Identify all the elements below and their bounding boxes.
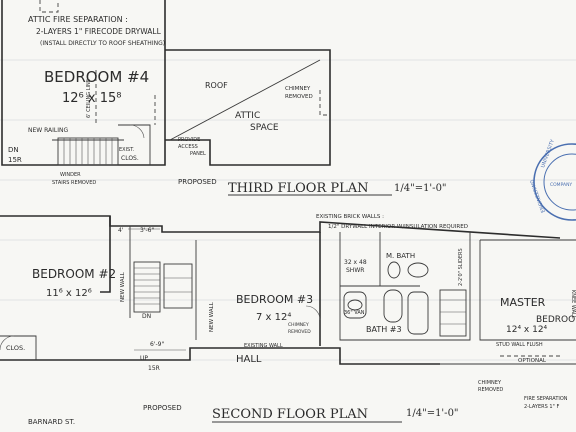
bedroom-4-dims: 12⁶ x 15⁸ [62,91,121,106]
second-closet-label: CLOS. [6,344,25,352]
stamp-text-3: COMPANY [550,182,572,188]
brick-note-line-1: EXISTING BRICK WALLS : [316,214,384,220]
second-proposed-label: PROPOSED [143,404,182,412]
new-railing-label: NEW RAILING [28,127,69,134]
third-dn-label: DN [8,146,19,154]
space-label: SPACE [250,123,279,133]
third-closet-label: CLOS. [121,155,139,162]
brick-note-line-2: 1/2" DRYWALL INTERIOR W/INSULATION REQUI… [328,224,468,230]
master-name: MASTER [500,296,546,309]
vanity-sink [343,291,367,319]
attic-note-line-3: (INSTALL DIRECTLY TO ROOF SHEATHING) [40,40,165,47]
second-up-label: UP [140,355,148,362]
third-risers-label: 15R [8,156,22,164]
mid-chimney-line-1: CHIMNEY [288,322,309,328]
chimney-dashed [319,90,330,116]
second-closet-door [0,335,15,351]
access-note-line-2: ACCESS [178,144,198,150]
third-closet [118,124,151,165]
third-floor-stairs [52,137,124,166]
existing-wall-label: EXISTING WALL [244,343,283,349]
roof-label: ROOF [205,81,228,90]
toilet [383,289,403,323]
third-floor-scale: 1/4"=1'-0" [394,183,447,194]
bedroom-2-name: BEDROOM #2 [32,267,116,281]
stud-wall-note: STUD WALL FLUSH [496,342,543,348]
bedroom-2-right-wall [100,216,111,293]
second-risers-label: 15R [148,365,160,372]
third-proposed-label: PROPOSED [178,178,217,186]
bedroom-3-dims: 7 x 12⁴ [256,312,291,323]
second-floor-plan: BEDROOM #2 11⁶ x 12⁶ NEW WALL NEW WALL 3… [0,214,576,423]
mbath-sink [407,262,429,278]
mid-chimney-line-2: REMOVED [288,329,311,335]
access-note-line-1: PROVIDE [178,137,200,143]
kneewall-note: KNEE WALL [570,290,576,319]
fire-sep-line-1: FIRE SEPARATION [524,396,568,402]
second-dn-label: DN [142,313,151,320]
new-wall-label-2: NEW WALL [209,301,215,332]
roof-line [169,59,321,141]
closet-door-swing [129,124,145,139]
right-chimney-line-2: REMOVED [478,387,503,393]
attic-walls [165,49,331,166]
third-floor-title: THIRD FLOOR PLAN [228,181,369,196]
hall-closet-box [163,263,193,309]
stamp-text-1: UNIVERSITY [540,138,556,169]
optional-label: OPTIONAL [518,358,547,364]
master-dims: 12⁴ x 12⁴ [506,325,548,335]
bedroom-2-dims: 11⁶ x 12⁶ [46,288,92,299]
top-notch [39,0,59,13]
fire-sep-line-2: 2-LAYERS 1" F [524,404,559,410]
dim-6-9: 6'-9" [150,341,164,348]
bedroom-3-name: BEDROOM #3 [236,293,313,306]
second-floor-stairs [133,261,161,313]
attic-label: ATTIC [235,111,260,121]
new-wall-label: NEW WALL [120,271,126,302]
ceiling-line-label: 6' CEILING LINE [86,79,92,118]
closet-shelves [440,299,466,325]
third-floor-plan: ATTIC FIRE SEPARATION : 2-LAYERS 1" FIRE… [1,0,447,196]
chimney-note-line-2: REMOVED [285,94,313,100]
winder-note-line-1: WINDER [60,172,81,178]
sink-bowl [347,299,363,311]
chimney-note-line-1: CHIMNEY [285,86,311,92]
second-top-wall [0,215,561,239]
attic-note-line-2: 2-LAYERS 1" FIRECODE DRYWALL [36,27,162,36]
exist-label: EXIST. [119,147,135,153]
dim-3-6: 3'-6" [140,227,154,234]
bath-3-label: BATH #3 [366,325,402,334]
master-closet [439,289,467,337]
hall-label: HALL [236,354,262,365]
bathtub [407,291,429,335]
shower-dims: 32 x 48 [344,259,367,266]
engineering-stamp: UNIVERSITY ENGINEERING COMPANY [529,138,576,221]
second-floor-title: SECOND FLOOR PLAN [212,407,368,422]
vanity-label: 36" VAN [344,310,365,316]
mbath-label: M. BATH [386,252,415,260]
right-chimney-line-1: CHIMNEY [478,380,502,386]
bedroom-3-door-swing [305,305,321,321]
winder-note-line-2: STAIRS REMOVED [52,180,96,186]
second-bottom-wall [0,347,440,365]
mbath-toilet [387,261,401,279]
attic-note-line-1: ATTIC FIRE SEPARATION : [28,15,128,24]
address-label: BARNARD ST. [28,418,75,426]
access-note-line-3: PANEL [190,151,206,157]
shower-label: SHWR [346,267,364,274]
dim-4: 4' [118,227,124,234]
second-floor-scale: 1/4"=1'-0" [406,408,459,419]
master-bedroom-label: BEDROOM [536,315,576,325]
sliders-note: 2-2'0" SLIDERS [458,248,464,286]
master-walls [479,239,576,341]
bedroom-4-name: BEDROOM #4 [44,68,149,86]
